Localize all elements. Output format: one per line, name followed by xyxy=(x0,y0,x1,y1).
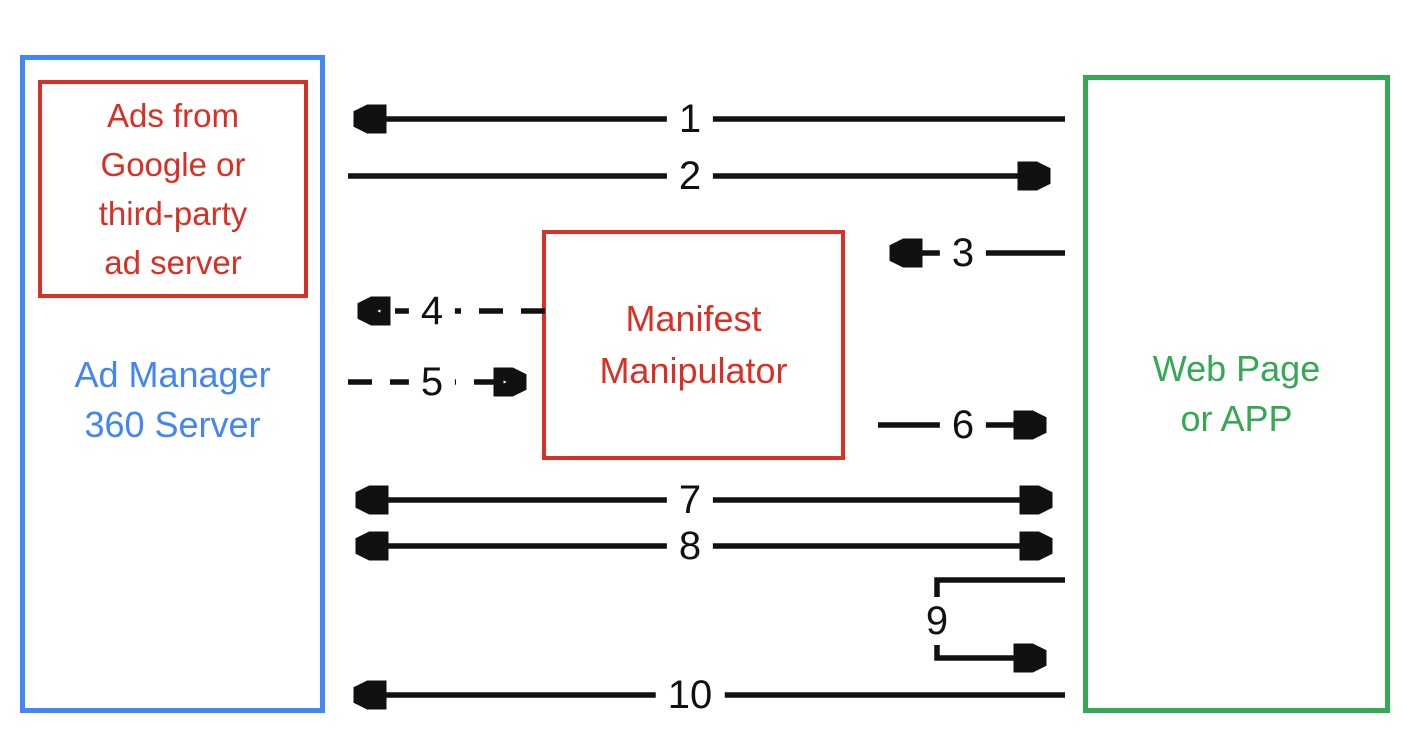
ads-source-box: Ads from Google or third-party ad server xyxy=(38,80,308,298)
ad-manager-label-line2: 360 Server xyxy=(84,404,261,445)
arrow-5-label: 5 xyxy=(408,358,456,406)
ad-manager-360-server-label: Ad Manager 360 Server xyxy=(25,350,320,450)
arrow-6-label: 6 xyxy=(939,401,987,449)
ads-source-label-line4: ad server xyxy=(104,244,242,281)
arrow-1-label: 1 xyxy=(666,95,714,143)
web-page-label-line1: Web Page xyxy=(1152,348,1321,389)
manifest-manipulator-label: Manifest Manipulator xyxy=(599,293,787,397)
web-page-label-line2: or APP xyxy=(1180,398,1293,439)
ads-source-label-line2: Google or xyxy=(100,146,246,183)
arrow-4-label: 4 xyxy=(408,287,456,335)
ads-source-label: Ads from Google or third-party ad server xyxy=(99,91,248,287)
manifest-manipulator-label-line2: Manipulator xyxy=(599,350,788,391)
arrow-10-label: 10 xyxy=(655,671,725,719)
manifest-manipulator-box: Manifest Manipulator xyxy=(542,230,845,460)
arrow-7-label: 7 xyxy=(666,476,714,524)
web-page-or-app-box: Web Page or APP xyxy=(1083,75,1390,713)
ad-manager-label-line1: Ad Manager xyxy=(74,354,271,395)
manifest-manipulator-label-line1: Manifest xyxy=(625,298,762,339)
arrow-8-label: 8 xyxy=(666,522,714,570)
web-page-or-app-label: Web Page or APP xyxy=(1153,344,1320,444)
arrow-9-label: 9 xyxy=(913,597,961,645)
ads-source-label-line1: Ads from xyxy=(106,97,240,134)
arrow-2-label: 2 xyxy=(666,152,714,200)
ads-source-label-line3: third-party xyxy=(98,195,248,232)
arrow-3-label: 3 xyxy=(939,229,987,277)
